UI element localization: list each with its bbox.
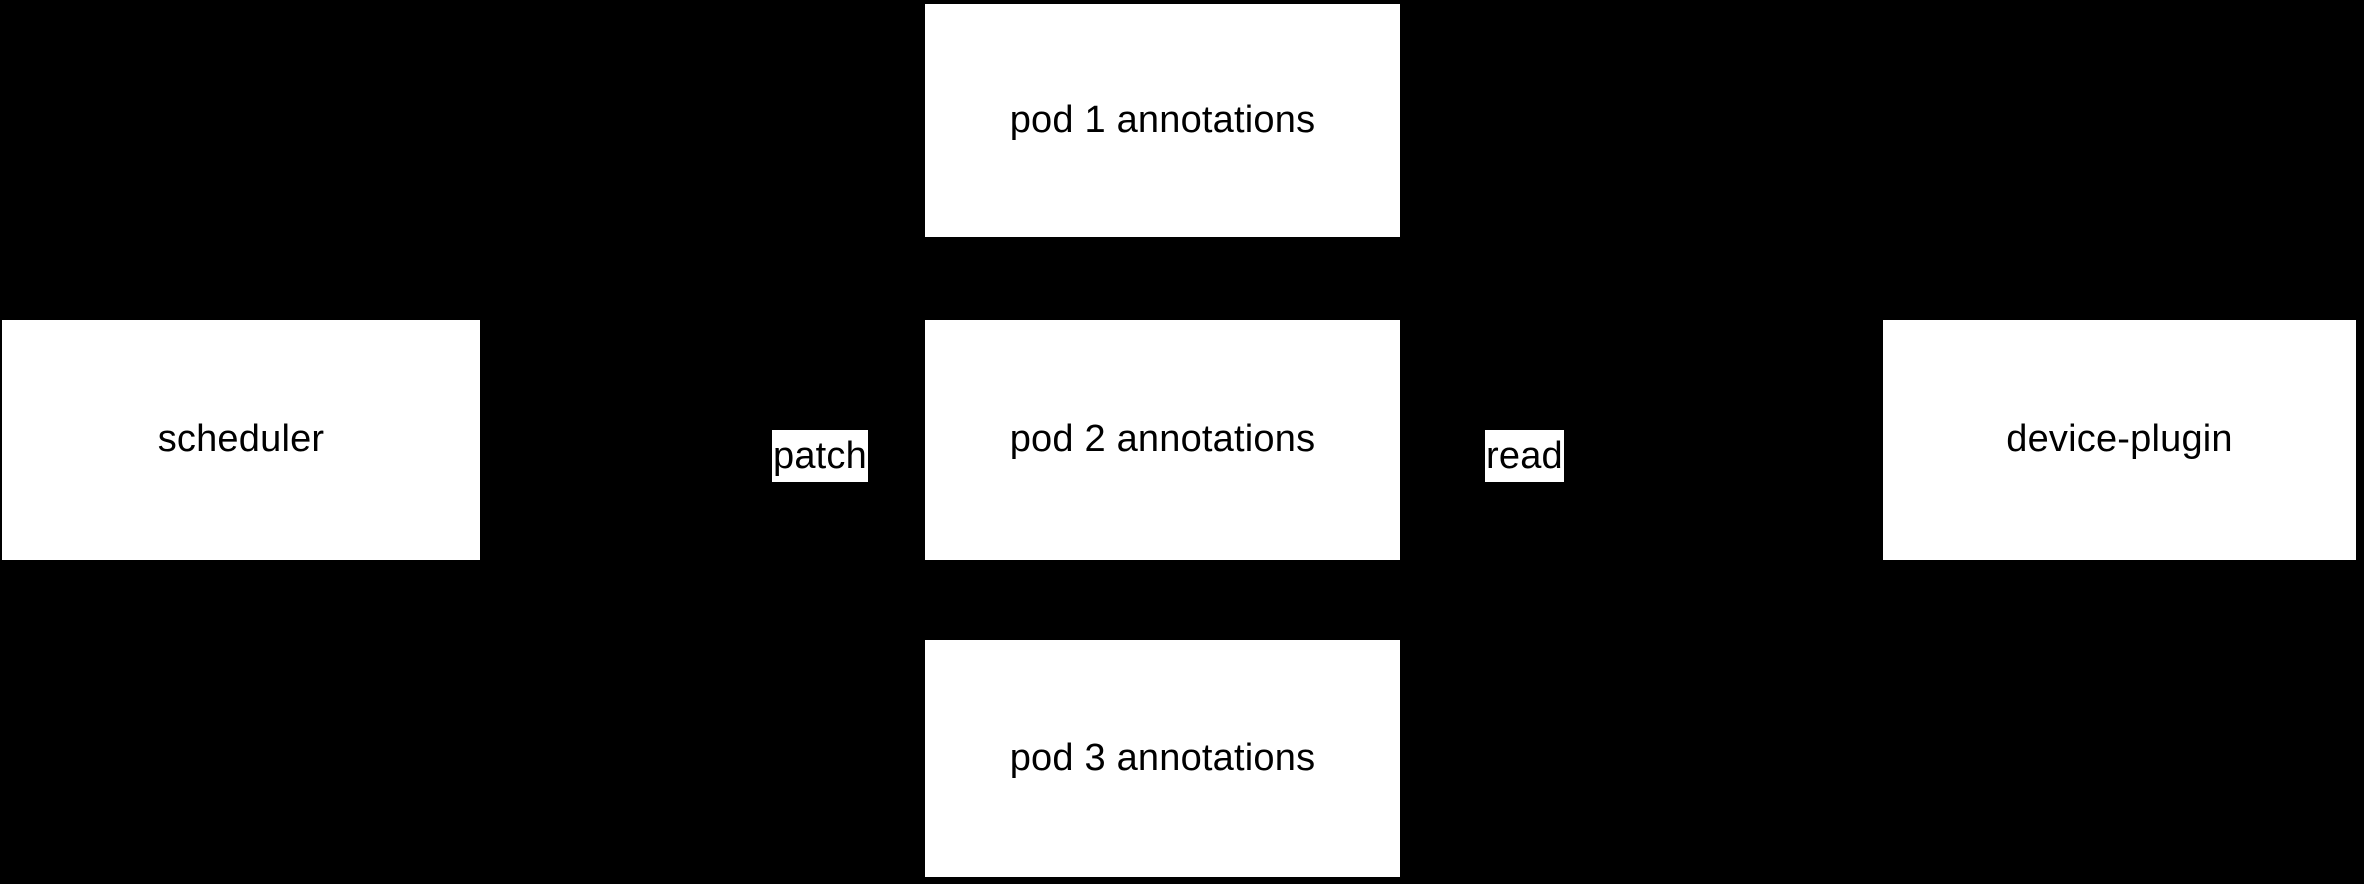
connector-scheduler-to-pod2 bbox=[480, 439, 925, 441]
node-scheduler-label: scheduler bbox=[157, 418, 325, 461]
edge-label-patch-text: patch bbox=[773, 435, 867, 477]
node-scheduler[interactable]: scheduler bbox=[2, 320, 480, 560]
node-pod-2-annotations-label: pod 2 annotations bbox=[1009, 418, 1316, 461]
edge-label-read-text: read bbox=[1486, 435, 1563, 477]
edge-label-patch: patch bbox=[772, 430, 868, 482]
node-pod-3-annotations[interactable]: pod 3 annotations bbox=[925, 640, 1400, 877]
node-pod-1-annotations-label: pod 1 annotations bbox=[1009, 98, 1316, 141]
node-device-plugin-label: device-plugin bbox=[2006, 418, 2233, 461]
node-pod-3-annotations-label: pod 3 annotations bbox=[1009, 736, 1316, 779]
connector-deviceplugin-to-pod2 bbox=[1400, 439, 1883, 441]
node-pod-2-annotations[interactable]: pod 2 annotations bbox=[925, 320, 1400, 560]
edge-label-read: read bbox=[1485, 430, 1564, 482]
node-pod-1-annotations[interactable]: pod 1 annotations bbox=[925, 4, 1400, 237]
node-device-plugin[interactable]: device-plugin bbox=[1883, 320, 2356, 560]
